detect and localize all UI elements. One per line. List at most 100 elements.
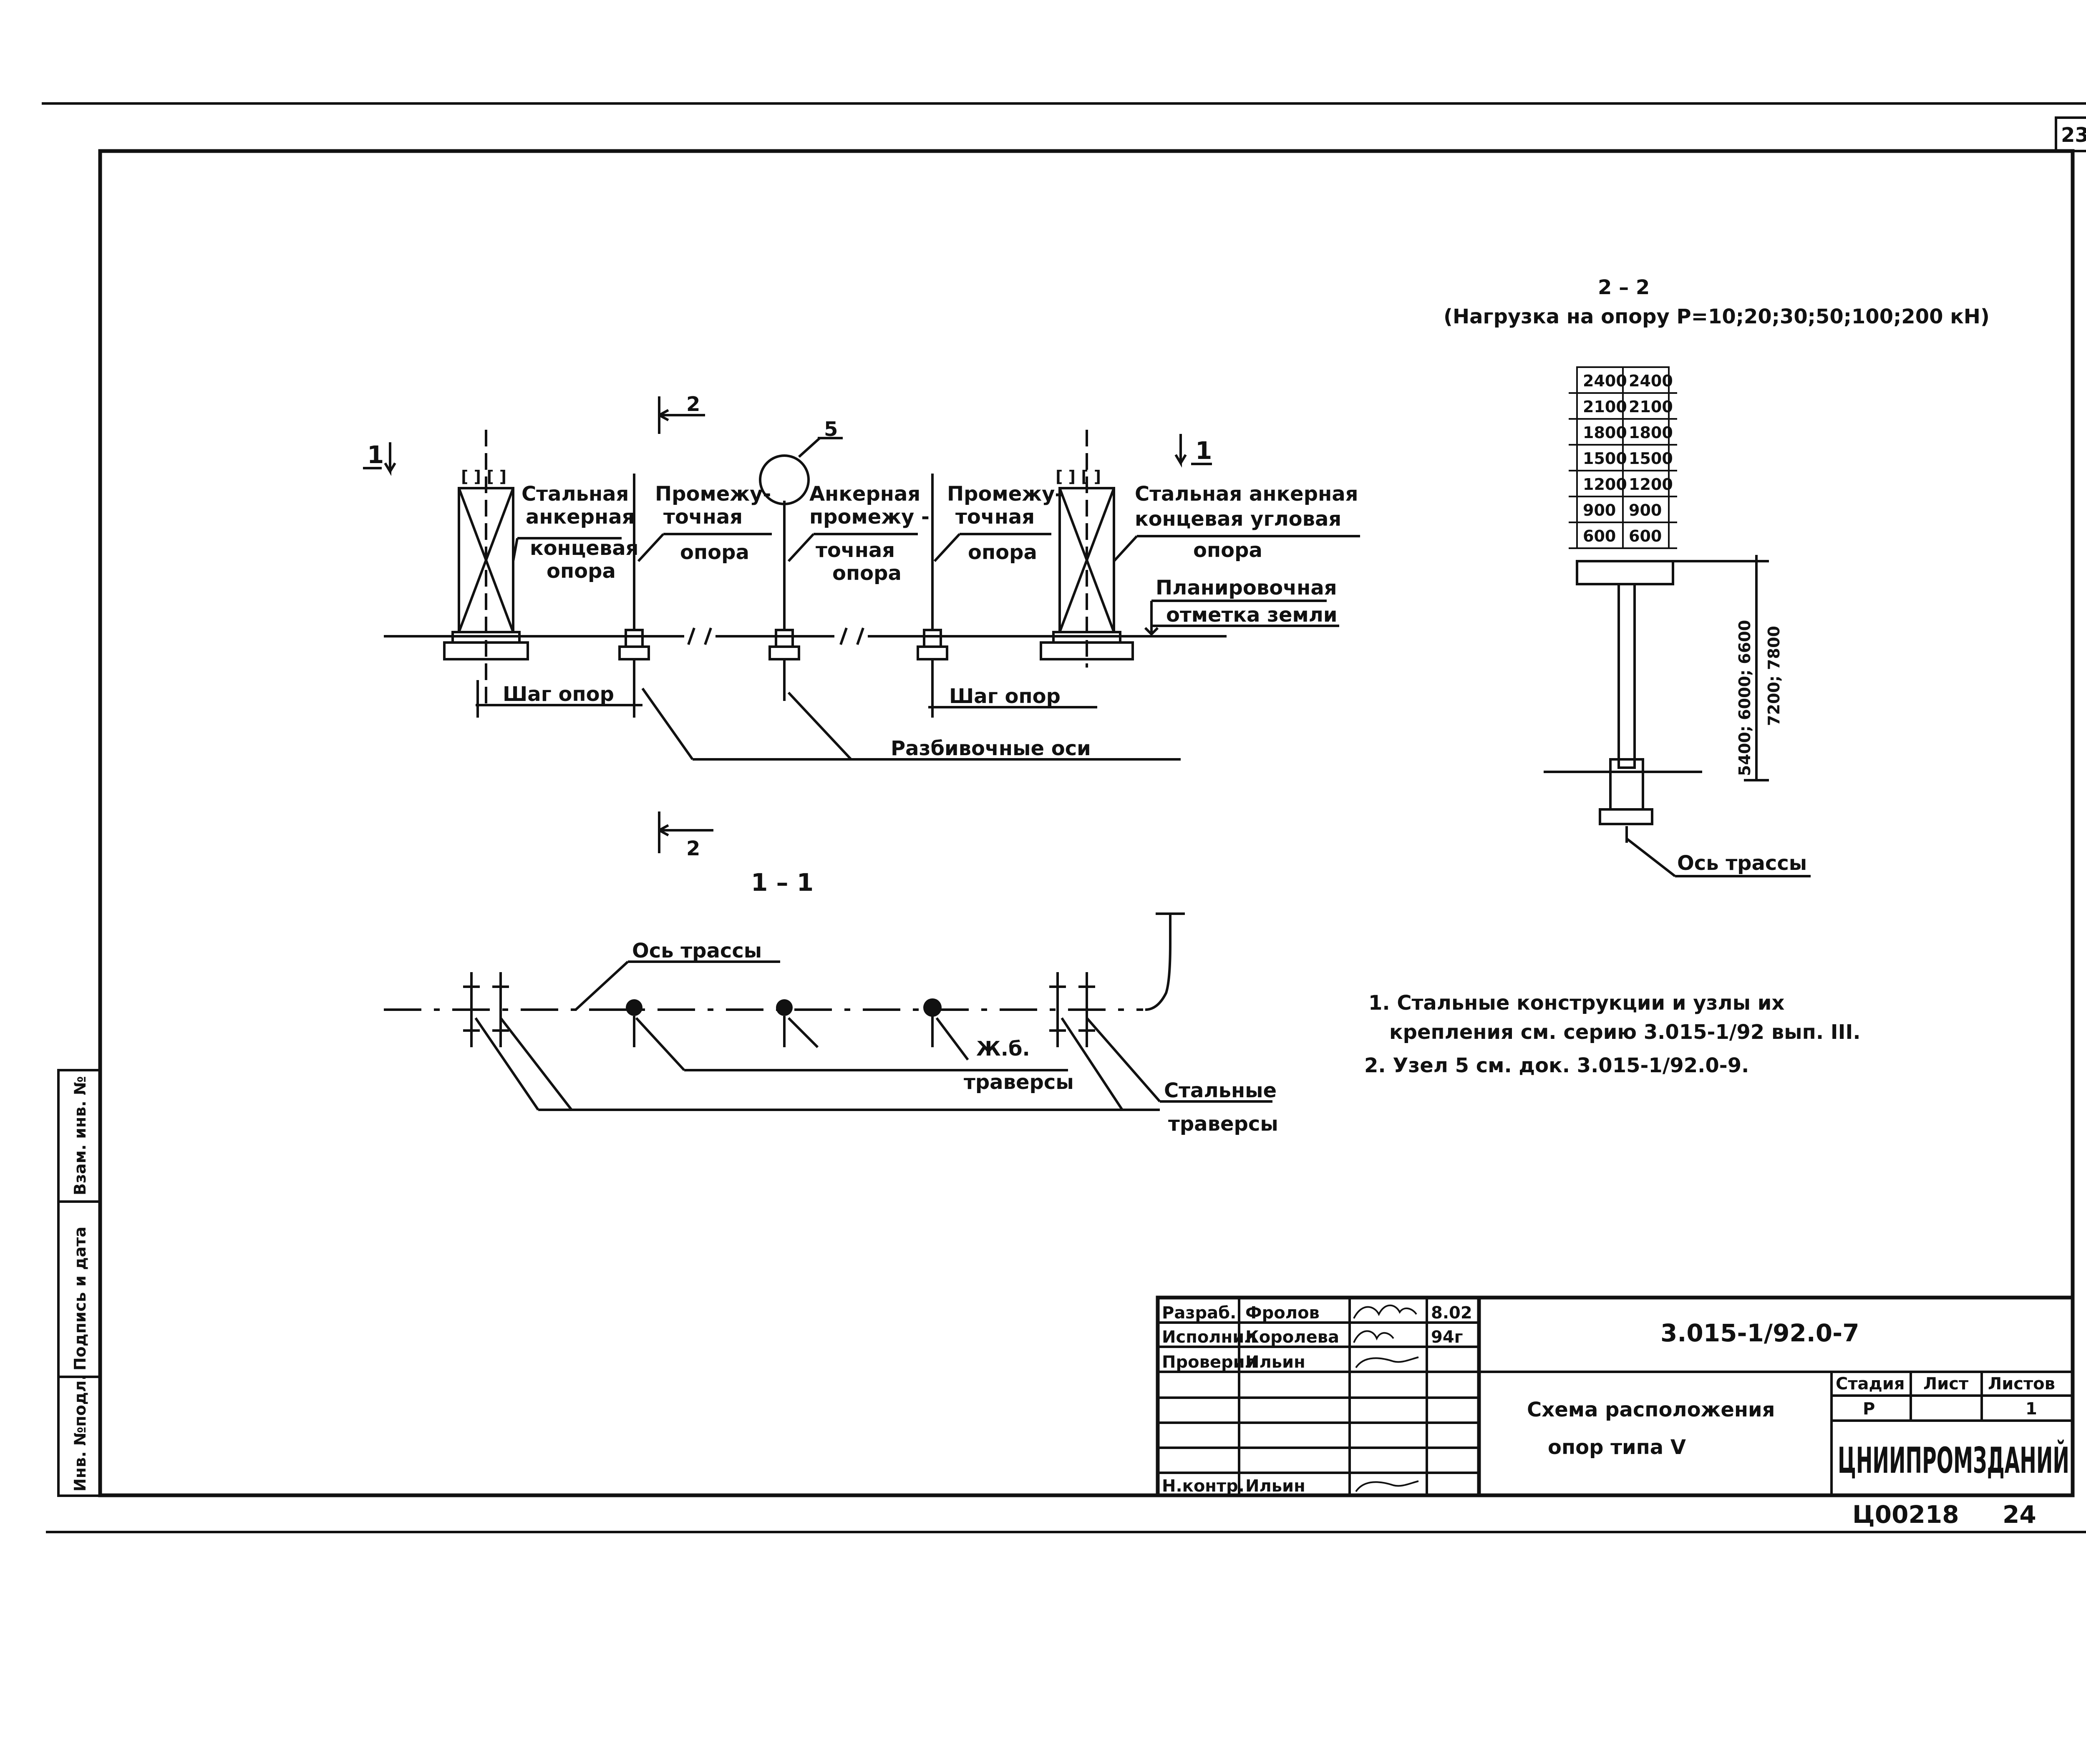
stack-cell-value: 600 xyxy=(1583,527,1616,545)
tb-archive-page: 24 xyxy=(2003,1500,2036,1529)
label-steel-corner-1: Стальная анкерная xyxy=(1135,482,1358,506)
tb-name-0: Фролов xyxy=(1245,1303,1320,1323)
label-grade-1: Планировочная xyxy=(1156,576,1337,600)
label-layout-axes: Разбивочные оси xyxy=(891,737,1091,760)
tb-archive-no: Ц00218 xyxy=(1852,1500,1959,1529)
signature-frolov xyxy=(1353,1304,1417,1319)
label-intermediate-3: опора xyxy=(680,541,749,564)
label-anchor-int-1: Анкерная xyxy=(809,482,920,506)
tb-name-2: Ильин xyxy=(1245,1353,1305,1372)
axis-leader-22 xyxy=(1626,837,1676,877)
label-intermediate-2: точная xyxy=(663,505,743,529)
tb-role-0: Разраб. xyxy=(1162,1303,1236,1323)
tb-sheets-value: 1 xyxy=(2026,1399,2037,1419)
tb-date-1: 94г xyxy=(1431,1328,1463,1347)
column-shaft xyxy=(1617,583,1636,769)
label-intermediate-b-2: точная xyxy=(955,505,1035,529)
tb-stage-header: Стадия xyxy=(1836,1374,1905,1394)
tb-sheet-header: Лист xyxy=(1923,1374,1969,1394)
plan-11-title: 1 – 1 xyxy=(751,868,814,897)
label-steel-anchor-1: Стальная xyxy=(522,482,629,506)
base-plate xyxy=(1599,808,1653,825)
cut-mark-bottom: 2 xyxy=(686,837,700,860)
stamp-signature-date: Подпись и дата xyxy=(71,1227,89,1371)
node-5-circle xyxy=(759,454,810,505)
tb-date-0: 8.02 xyxy=(1431,1303,1472,1323)
label-intermediate-b-1: Промежу- xyxy=(947,482,1063,506)
steel-corner-support-right: [ ] [ ] xyxy=(1040,430,1134,668)
cap-plate xyxy=(1576,560,1674,585)
signature-ilyin-1 xyxy=(1355,1356,1419,1368)
label-step-right: Шаг опор xyxy=(949,685,1061,708)
label-grade-2: отметка земли xyxy=(1166,603,1338,627)
label-anchor-int-2: промежу - xyxy=(809,505,930,529)
stack-cell-value: 1200 xyxy=(1629,475,1673,494)
notes: 1. Стальные конструкции и узлы их крепле… xyxy=(1364,991,1861,1077)
side-stamp: Инв. №подл. Подпись и дата Взам. инв. № xyxy=(57,1069,101,1497)
label-intermediate-b-3: опора xyxy=(968,541,1037,564)
rc-traverse-1 xyxy=(626,999,642,1016)
stamp-replace-inv: Взам. инв. № xyxy=(71,1076,89,1195)
label-steel-corner-3: опора xyxy=(1193,539,1262,562)
svg-text:[ ] [ ]: [ ] [ ] xyxy=(461,467,506,486)
tb-title-1: Схема расположения xyxy=(1527,1398,1775,1421)
cut-mark-top: 2 xyxy=(686,393,700,416)
tb-role-1: Исполнил xyxy=(1162,1328,1257,1347)
stack-cell-value: 900 xyxy=(1583,501,1616,519)
tb-name-3: Ильин xyxy=(1245,1477,1305,1496)
section-2-2: 2 – 2 (Нагрузка на опору P=10;20;30;50;1… xyxy=(1444,276,1990,877)
tb-code: 3.015-1/92.0-7 xyxy=(1660,1319,1859,1347)
label-anchor-int-3: точная xyxy=(816,539,895,562)
stack-cell-value: 1200 xyxy=(1583,475,1627,494)
plan-axis-label: Ось трассы xyxy=(632,939,762,963)
sheet-number-box xyxy=(2055,116,2086,152)
stack-cell-value: 900 xyxy=(1629,501,1662,519)
anchor-intermediate-post: 5 xyxy=(759,418,843,701)
intermediate-post-1 xyxy=(618,474,650,718)
steel-traverse-left xyxy=(463,972,509,1047)
axis-label-22: Ось трассы xyxy=(1677,852,1807,875)
rc-traverse-3 xyxy=(923,998,942,1017)
stack-cell-value: 2100 xyxy=(1629,398,1673,416)
node-mark: 5 xyxy=(824,418,838,441)
note-2: 2. Узел 5 см. док. 3.015-1/92.0-9. xyxy=(1364,1054,1749,1077)
section-22-title: 2 – 2 xyxy=(1598,276,1650,299)
stack-cell-value: 600 xyxy=(1629,527,1662,545)
tb-role-3: Н.контр. xyxy=(1162,1477,1245,1496)
steel-traverses-label-1: Стальные xyxy=(1164,1079,1277,1102)
label-steel-anchor-4: опора xyxy=(547,559,616,583)
tb-sheets-header: Листов xyxy=(1988,1374,2055,1394)
height-label-1: 5400; 6000; 6600 xyxy=(1736,620,1754,776)
steel-traverse-right xyxy=(1049,972,1095,1047)
stamp-inv-no: Инв. №подл. xyxy=(71,1374,89,1492)
label-steel-anchor-2: анкерная xyxy=(526,505,635,529)
stack-cell-value: 2400 xyxy=(1583,372,1627,390)
title-block: Разраб. Фролов 8.02 Исполнил Королева 94… xyxy=(1156,1295,2075,1529)
tb-title-2: опор типа V xyxy=(1548,1436,1686,1459)
stack-cell-value: 1500 xyxy=(1629,449,1673,468)
note-1-line-1: 1. Стальные конструкции и узлы их xyxy=(1368,991,1784,1015)
section-22-load-note: (Нагрузка на опору P=10;20;30;50;100;200… xyxy=(1444,305,1990,328)
label-steel-anchor-3: концевая xyxy=(530,537,638,560)
label-intermediate-1: Промежу- xyxy=(655,482,771,506)
stack-cell-value: 1800 xyxy=(1583,423,1627,442)
plan-1-1: 1 – 1 Ось трассы Ж.б. траверсы xyxy=(384,868,1278,1136)
tb-organization: ЦНИИПРОМЗДАНИЙ xyxy=(1838,1439,2069,1482)
stack-cell-value: 2100 xyxy=(1583,398,1627,416)
height-label-2: 7200; 7800 xyxy=(1765,626,1783,726)
break-mark-2 xyxy=(839,627,864,645)
signature-koroleva xyxy=(1353,1330,1394,1343)
svg-text:[ ] [ ]: [ ] [ ] xyxy=(1056,467,1101,486)
rc-traverse-2 xyxy=(776,999,793,1016)
steel-anchor-support-left: [ ] [ ] xyxy=(443,430,529,709)
section-mark-right: 1 xyxy=(1195,436,1212,465)
label-anchor-int-4: опора xyxy=(832,562,902,585)
stack-cell-value: 1500 xyxy=(1583,449,1627,468)
section-mark-left: 1 xyxy=(367,441,384,469)
elevation-view: [ ] [ ] [ ] [ ] 5 xyxy=(363,393,1360,860)
label-steel-corner-2: концевая угловая xyxy=(1135,507,1341,531)
tb-role-2: Проверил xyxy=(1162,1353,1257,1372)
stack-cell-value: 1800 xyxy=(1629,423,1673,442)
